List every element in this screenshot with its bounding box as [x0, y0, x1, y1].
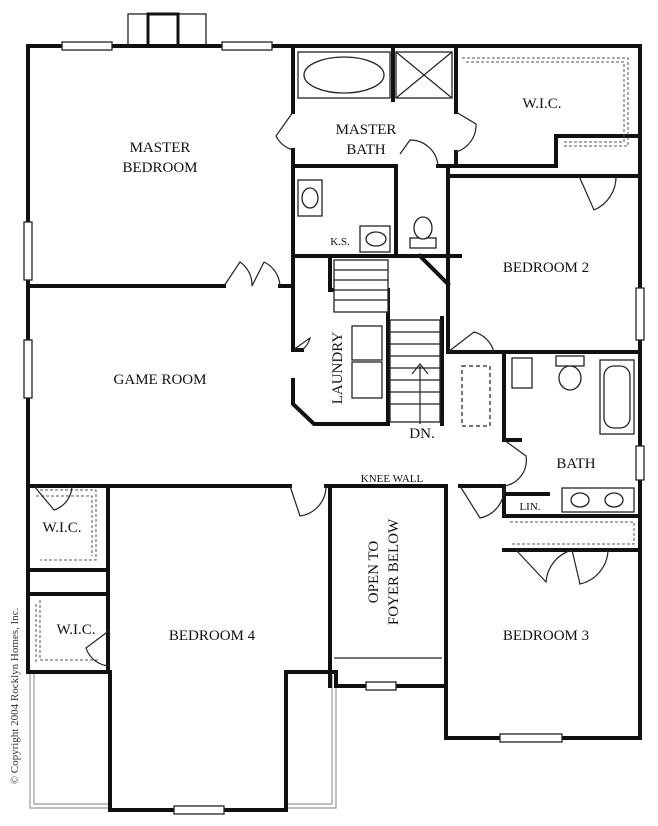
master-bedroom-label-1: MASTER — [130, 140, 191, 156]
wic-left-lower-label: W.I.C. — [56, 622, 95, 638]
bath-label: BATH — [556, 456, 595, 472]
closet-shelves — [35, 57, 635, 664]
knee-wall-label: KNEE WALL — [361, 473, 424, 485]
stair-treads — [333, 259, 491, 427]
laundry-label: LAUNDRY — [330, 332, 346, 405]
master-bedroom-label-2: BEDROOM — [122, 160, 197, 176]
copyright-text: © Copyright 2004 Rocklyn Homes, Inc. — [9, 607, 21, 784]
doors — [33, 111, 617, 667]
chimney — [127, 12, 207, 48]
foyer-below-label: FOYER BELOW — [386, 518, 402, 625]
wic-master-label: W.I.C. — [522, 96, 561, 112]
bedroom-2-label: BEDROOM 2 — [503, 260, 589, 276]
fixtures — [297, 51, 635, 659]
master-bath-label-2: BATH — [346, 142, 385, 158]
interior-walls — [26, 44, 642, 688]
linen-label: LIN. — [519, 501, 540, 513]
down-label: DN. — [409, 426, 434, 442]
room-labels: MASTER BEDROOM MASTER BATH W.I.C. BEDROO… — [42, 96, 595, 644]
wic-left-upper-label: W.I.C. — [42, 520, 81, 536]
porch-outline — [29, 672, 337, 809]
bedroom-4-label: BEDROOM 4 — [169, 628, 256, 644]
windows — [23, 41, 645, 815]
ks-label: K.S. — [330, 236, 350, 248]
master-bath-label-1: MASTER — [336, 122, 397, 138]
exterior-walls — [26, 44, 642, 812]
bedroom-3-label: BEDROOM 3 — [503, 628, 589, 644]
game-room-label: GAME ROOM — [114, 372, 207, 388]
open-to-label: OPEN TO — [366, 541, 382, 604]
